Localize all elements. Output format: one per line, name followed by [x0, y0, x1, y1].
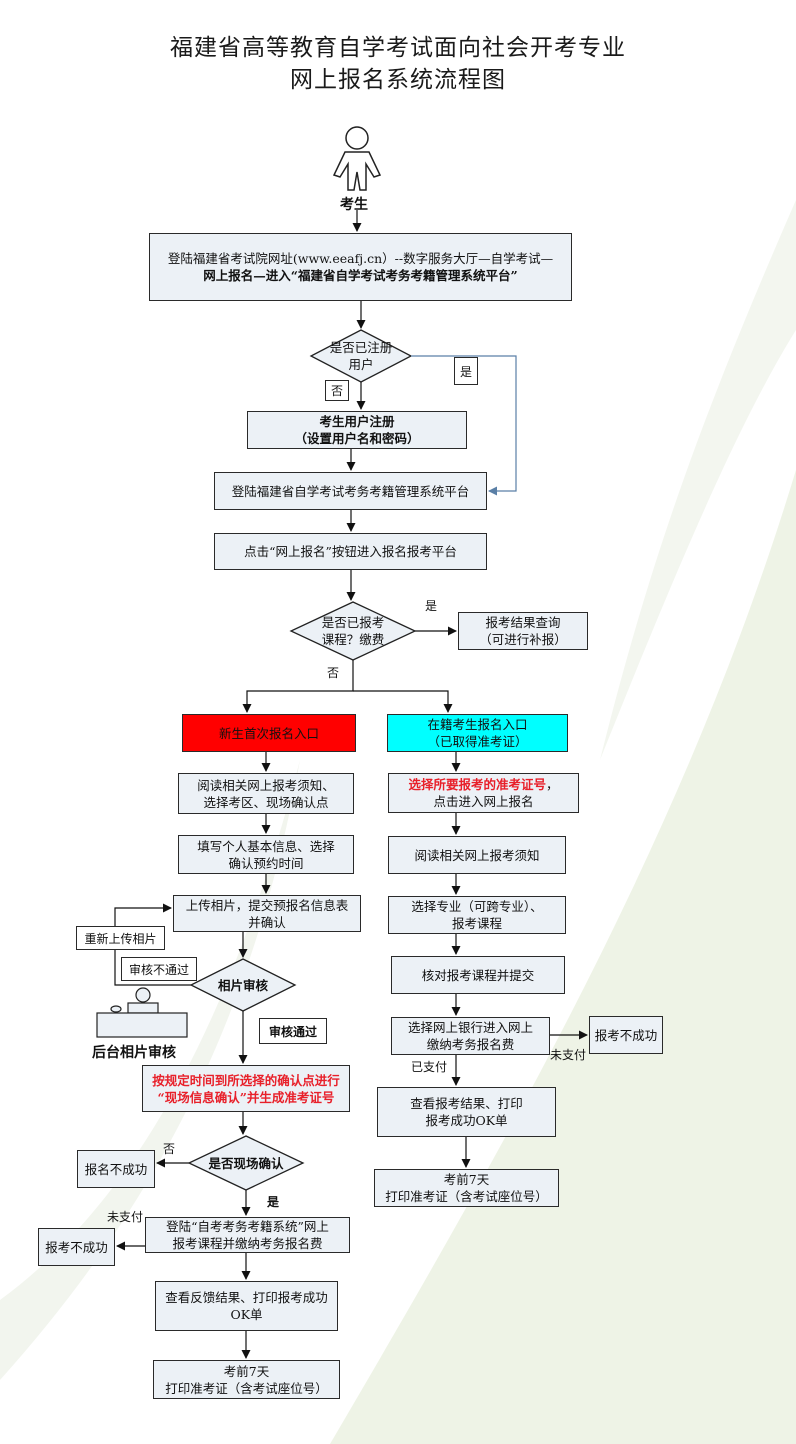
upload-photo-step: 上传相片，提交预报名信息表 并确认: [173, 895, 361, 932]
login-portal-step: 登陆福建省考试院网址(www.eeafj.cn）--数字服务大厅—自学考试— 网…: [149, 233, 572, 301]
step-text: 查看报考结果、打印: [410, 1096, 523, 1111]
photo-audit-question: 相片审核: [217, 977, 268, 993]
enrolled-student-entry: 在籍考生报名入口 （已取得准考证）: [387, 714, 568, 752]
step-text: 点击进入网上报名: [433, 794, 534, 809]
no-label: 否: [325, 380, 349, 401]
step-text: 选择考区、现场确认点: [203, 794, 329, 810]
step-text: 查看反馈结果、打印报考成功: [165, 1290, 328, 1305]
unpaid-label: 未支付: [550, 1048, 587, 1062]
print-ticket-step: 考前7天 打印准考证（含考试座位号）: [153, 1360, 340, 1399]
audit-pass-label: 审核通过: [259, 1018, 327, 1044]
view-feedback-step: 查看反馈结果、打印报考成功 OK单: [155, 1281, 338, 1331]
login-pay-step: 登陆“自考考务考籍系统”网上 报考课程并缴纳考务报名费: [145, 1217, 350, 1253]
old-print-ticket-step: 考前7天 打印准考证（含考试座位号）: [374, 1169, 559, 1207]
old-read-notice-step: 阅读相关网上报考须知: [388, 836, 566, 874]
step-text: 按规定时间到所选择的确认点进行: [152, 1072, 340, 1088]
step-text: 报考成功OK单: [425, 1113, 508, 1128]
registered-question: 是否已注册 用户: [311, 338, 411, 374]
step-text: 考前7天: [223, 1363, 270, 1379]
step-text: 登陆福建省考试院网址(www.eeafj.cn）--数字服务大厅—自学考试—: [167, 251, 554, 266]
page-subtitle: 网上报名系统流程图: [290, 67, 506, 93]
reupload-label: 重新上传相片: [76, 926, 165, 950]
actor-label: 考生: [340, 197, 368, 213]
step-text: 阅读相关网上报考须知、: [197, 777, 335, 793]
step-text: 选择所要报考的准考证号，: [408, 776, 558, 793]
highlight-text: 选择所要报考的准考证号: [408, 777, 546, 792]
step-text: （可进行补报）: [479, 632, 567, 647]
step-text: 打印准考证（含考试座位号）: [385, 1189, 548, 1204]
no-label: 否: [327, 666, 340, 680]
step-text: OK单: [230, 1307, 263, 1322]
fill-info-step: 填写个人基本信息、选择 确认预约时间: [178, 835, 354, 874]
step-text: （设置用户名和密码）: [294, 431, 420, 446]
page-title: 福建省高等教育自学考试面向社会开考专业: [170, 35, 626, 61]
step-text: 报考课程并缴纳考务报名费: [172, 1236, 323, 1251]
person-icon: [332, 126, 382, 191]
step-text: （已取得准考证）: [427, 734, 528, 749]
step-text: 填写个人基本信息、选择: [197, 838, 335, 854]
yes-label: 是: [267, 1195, 280, 1209]
view-result-step: 查看报考结果、打印 报考成功OK单: [377, 1087, 556, 1137]
click-online-step: 点击“网上报名”按钮进入报名报考平台: [214, 533, 487, 570]
step-text: 打印准考证（含考试座位号）: [165, 1380, 328, 1396]
paid-label: 已支付: [411, 1060, 448, 1074]
step-text: 登陆“自考考务考籍系统”网上: [166, 1219, 329, 1234]
desk-person-icon: [96, 987, 188, 1038]
new-student-entry: 新生首次报名入口: [182, 714, 356, 752]
step-text: 选择专业（可跨专业）、: [411, 899, 543, 914]
step-text: ，: [546, 777, 559, 792]
yes-label: 是: [425, 599, 438, 613]
unpaid-label: 未支付: [107, 1210, 144, 1224]
user-register-step: 考生用户注册 （设置用户名和密码）: [247, 411, 467, 449]
no-label: 否: [163, 1142, 176, 1156]
step-text: 报考课程: [451, 916, 502, 931]
step-text: 选择网上银行进入网上: [407, 1020, 533, 1035]
audit-fail-label: 审核不通过: [121, 957, 197, 981]
applied-question: 是否已报考 课程？缴费: [291, 613, 415, 649]
bank-pay-step: 选择网上银行进入网上 缴纳考务报名费: [391, 1017, 550, 1055]
reg-fail-step: 报名不成功: [77, 1150, 155, 1188]
step-text: “现场信息确认”并生成准考证号: [157, 1089, 335, 1105]
step-text: 上传相片，提交预报名信息表: [185, 897, 349, 913]
step-text: 并确认: [248, 914, 286, 930]
step-text: 在籍考生报名入口: [427, 717, 528, 732]
decision-text: 用户: [348, 357, 374, 372]
decision-text: 课程？缴费: [321, 632, 385, 647]
step-text: 确认预约时间: [228, 855, 304, 871]
verify-submit-step: 核对报考课程并提交: [391, 956, 565, 994]
step-text: 考前7天: [443, 1172, 490, 1187]
onsite-question: 是否现场确认: [208, 1155, 284, 1171]
result-query-step: 报考结果查询 （可进行补报）: [458, 612, 588, 650]
old-apply-fail-step: 报考不成功: [589, 1016, 663, 1054]
select-major-step: 选择专业（可跨专业）、 报考课程: [388, 896, 566, 934]
onsite-confirm-step: 按规定时间到所选择的确认点进行 “现场信息确认”并生成准考证号: [142, 1065, 350, 1112]
backend-audit-label: 后台相片审核: [92, 1045, 176, 1061]
step-text: 考生用户注册: [319, 414, 395, 429]
decision-text: 是否已注册: [329, 340, 393, 355]
apply-fail-step: 报考不成功: [38, 1228, 115, 1266]
yes-label: 是: [454, 357, 478, 385]
step-text: 报考结果查询: [485, 615, 561, 630]
select-ticket-step: 选择所要报考的准考证号， 点击进入网上报名: [388, 773, 579, 813]
step-text: 缴纳考务报名费: [426, 1037, 515, 1052]
step-text: 网上报名—进入“福建省自学考试考务考籍管理系统平台”: [203, 268, 518, 283]
login-platform-step: 登陆福建省自学考试考务考籍管理系统平台: [214, 472, 487, 510]
read-notice-step: 阅读相关网上报考须知、 选择考区、现场确认点: [178, 773, 354, 814]
decision-text: 是否已报考: [321, 615, 385, 630]
